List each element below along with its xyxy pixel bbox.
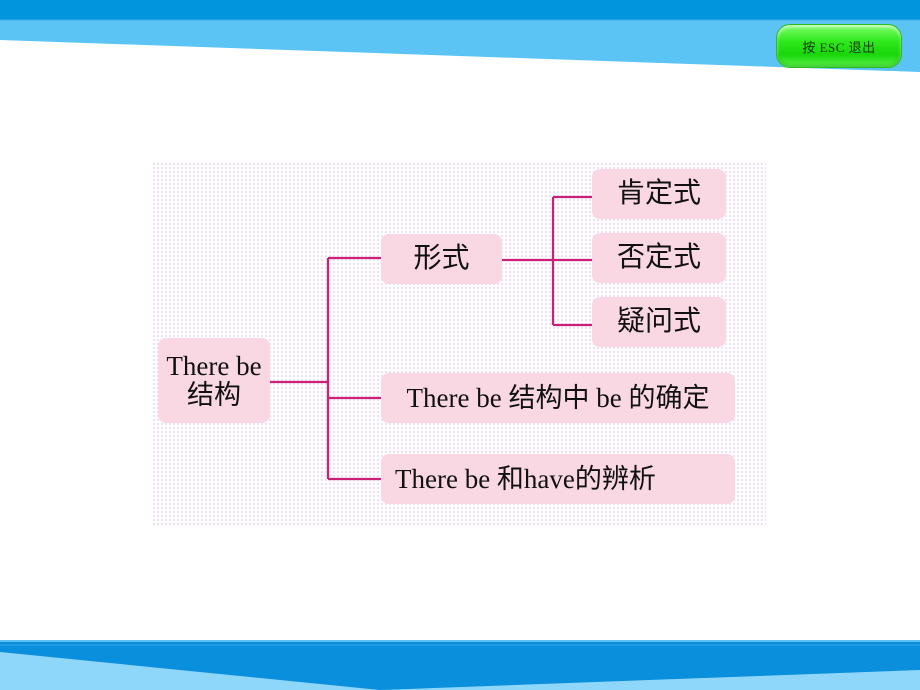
node-root-line1: There be (166, 351, 262, 382)
node-form: 形式 (381, 234, 502, 284)
node-be-determination: There be 结构中 be 的确定 (381, 373, 735, 423)
bottom-banner (0, 640, 920, 690)
node-interrogative: 疑问式 (592, 297, 726, 347)
exit-esc-button[interactable]: 按 ESC 退出 (776, 24, 902, 68)
exit-esc-label: 按 ESC 退出 (802, 39, 876, 55)
top-banner (0, 0, 920, 72)
node-root-there-be-structure: There be 结构 (158, 338, 270, 423)
node-root-line2: 结构 (187, 379, 241, 410)
node-negative: 否定式 (592, 233, 726, 283)
node-there-be-vs-have-label: There be 和have的辨析 (395, 463, 656, 494)
node-form-label: 形式 (413, 243, 470, 275)
node-interrogative-label: 疑问式 (616, 306, 701, 338)
node-negative-label: 否定式 (616, 242, 701, 274)
node-be-determination-label: There be 结构中 be 的确定 (406, 382, 710, 413)
node-there-be-vs-have: There be 和have的辨析 (381, 454, 735, 504)
node-affirmative: 肯定式 (592, 169, 726, 219)
node-affirmative-label: 肯定式 (616, 178, 701, 210)
